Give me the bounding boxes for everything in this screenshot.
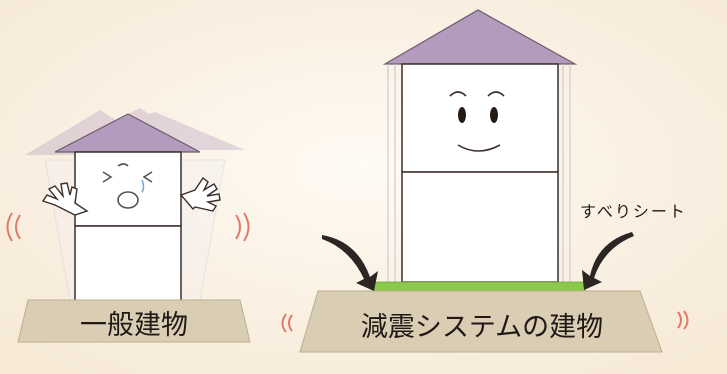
right-hand	[179, 176, 221, 212]
scared-face	[102, 163, 153, 209]
left-building-group: 一般建物	[6, 108, 251, 343]
shake-marks-right	[281, 310, 689, 333]
right-arrow-icon	[582, 232, 634, 290]
sliding-sheet-label: すべりシート	[580, 202, 687, 221]
left-wall-lower	[74, 225, 182, 303]
sliding-sheet	[372, 281, 586, 292]
right-building-group: 減震システムの建物 すべりシート	[281, 9, 689, 353]
left-arrow-icon	[322, 235, 378, 291]
left-hand	[41, 182, 89, 216]
left-building-label: 一般建物	[80, 310, 188, 341]
left-wall-upper	[74, 151, 182, 227]
shake-marks-left	[6, 212, 250, 242]
right-wall-upper	[401, 63, 559, 173]
left-ground	[17, 299, 251, 343]
right-wall-lower	[401, 171, 559, 283]
wall-side-lines	[387, 64, 571, 282]
smiling-face	[449, 91, 505, 152]
right-ground	[299, 290, 663, 353]
right-building-label: 減震システムの建物	[361, 312, 603, 343]
